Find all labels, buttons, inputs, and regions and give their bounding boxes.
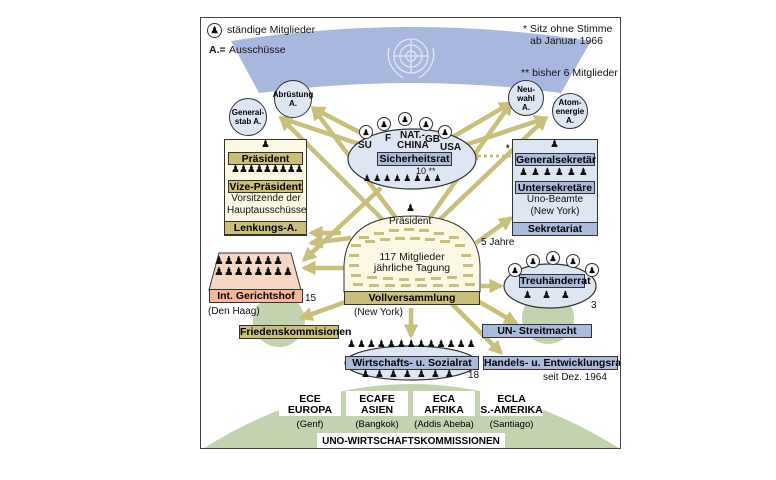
arrow-to-handelsrat [449,301,504,356]
legend-note-star-line2: ab Januar 1966 [530,35,603,47]
non-permanent-members-icons: ♟♟♟♟♟♟♟♟ [363,173,444,183]
arrow-to-generalstab-2 [278,115,388,225]
person-circle-icon: ♟ [207,23,222,38]
ecosoc-members-icons: ♟♟♟♟♟♟♟♟♟♟♟♟♟ [347,339,477,350]
chairs-line2: Hauptausschüsse [227,205,307,216]
assembly-session: jährliche Tagung [373,262,451,274]
vice-president-label: Vize-Präsident [228,180,303,193]
arrow-to-sekretariat [474,216,514,245]
judges-icons: ♟♟♟♟♟♟♟♟♟♟♟♟♟♟♟ [214,255,293,278]
ecosoc-members-icons-lower: ♟♟♟♟♟♟♟ [361,369,459,380]
member-gb: GB [425,134,440,145]
commission-eca-city: (Addis Abeba) [414,419,474,430]
un-emblem-icon [387,38,435,79]
security-council-count: 10 ** [416,166,436,176]
assembly-seats [349,228,475,287]
un-force-label: UN- Streitmacht [482,324,592,338]
member-china: CHINA [397,140,429,151]
secretariat-label: Sekretariat [512,222,598,236]
legend-permanent-members: ständige Mitglieder [227,24,316,36]
peace-commissions-label: Friedenskommisionen [239,325,352,339]
member-icon: ♟ [419,117,433,131]
assembly-president-label: Präsident [389,216,432,227]
secretary-general-icon: ♟ [550,139,559,150]
member-icon: ♟ [526,254,540,268]
commission-ece-city: (Genf) [296,419,324,430]
un-organization-diagram: ♟ ständige Mitglieder A.= Ausschüsse * S… [200,17,621,449]
court-location: (Den Haag) [208,306,260,317]
arrow-to-generalstab [278,114,372,151]
trusteeship-count: 3 [591,300,597,311]
chairs-line1: Vorsitzende der [231,193,301,204]
member-icon: ♟ [438,125,452,139]
arrow-to-frieden [298,297,352,321]
assembly-president-icon: ♟ [406,203,415,214]
member-icon: ♟ [398,112,412,126]
legend-note-doublestar: ** bisher 6 Mitglieder [521,67,618,79]
assembly-members: 117 Mitglieder [379,251,445,263]
ecosoc-label: Wirtschafts- u. Sozialrat [345,356,479,370]
legend-committees: Ausschüsse [229,44,286,56]
court-label: Int. Gerichtshof [209,289,303,303]
under-secretaries-icons: ♟♟♟♟♟♟ [519,167,591,178]
arrow-to-atomenergie-2 [434,116,549,225]
legend-committees-abbr: A.= [209,44,226,56]
steering-president-label: Präsident [228,152,303,165]
committee-generalstab: General-stab A. [229,98,267,136]
member-icon: ♟ [377,117,391,131]
member-nat: NAT.- [400,130,425,141]
ecosoc-count: 18 [468,370,480,381]
legend-note-star: * Sitz ohne Stimme [523,23,613,35]
member-icon: ♟ [585,263,599,277]
secretariat-star: * [506,143,510,153]
commission-ecla-city: (Santiago) [489,419,534,430]
arrow-to-lenkung [308,234,352,249]
assembly-location: (New York) [354,307,403,318]
arrow-to-atomenergie [455,114,549,151]
staff-line2: (New York) [530,206,580,217]
commission-ecafe-city: (Bangkok) [355,419,399,430]
arrow-to-gerichtshof-2 [301,186,383,262]
staff-line1: Uno-Beamte [526,194,584,205]
vice-presidents-icons: ♟♟♟♟♟♟♟♟♟ [231,164,304,175]
trade-council-since: seit Dez. 1964 [543,372,607,383]
trusteeship-label: Treuhänderrat [519,274,591,288]
president-icon: ♟ [261,139,270,150]
member-icon: ♟ [359,125,373,139]
steering-committee-label: Lenkungs-A. [224,221,307,235]
member-f: F [385,133,392,144]
court-count: 15 [305,293,317,304]
general-assembly-label: Vollversammlung [344,291,480,305]
trade-council-label: Handels- u. Entwicklungsrat [483,356,621,370]
member-icon: ♟ [566,254,580,268]
secretary-general-label: Generalsekretär [515,153,596,166]
arrow-to-streitmacht [474,298,519,325]
secretary-term: 5 Jahre [481,237,515,248]
member-usa: USA [440,142,462,153]
member-icon: ♟ [546,251,560,265]
member-su: SU [358,140,372,151]
member-icon: ♟ [508,263,522,277]
trusteeship-elected-icons: ♟♟♟ [523,290,580,301]
economic-commissions-title: UNO-WIRTSCHAFTSKOMMISSIONEN [317,433,505,448]
security-council-label: Sicherheitsrat [377,152,452,166]
under-secretaries-label: Untersekretäre [515,181,595,194]
